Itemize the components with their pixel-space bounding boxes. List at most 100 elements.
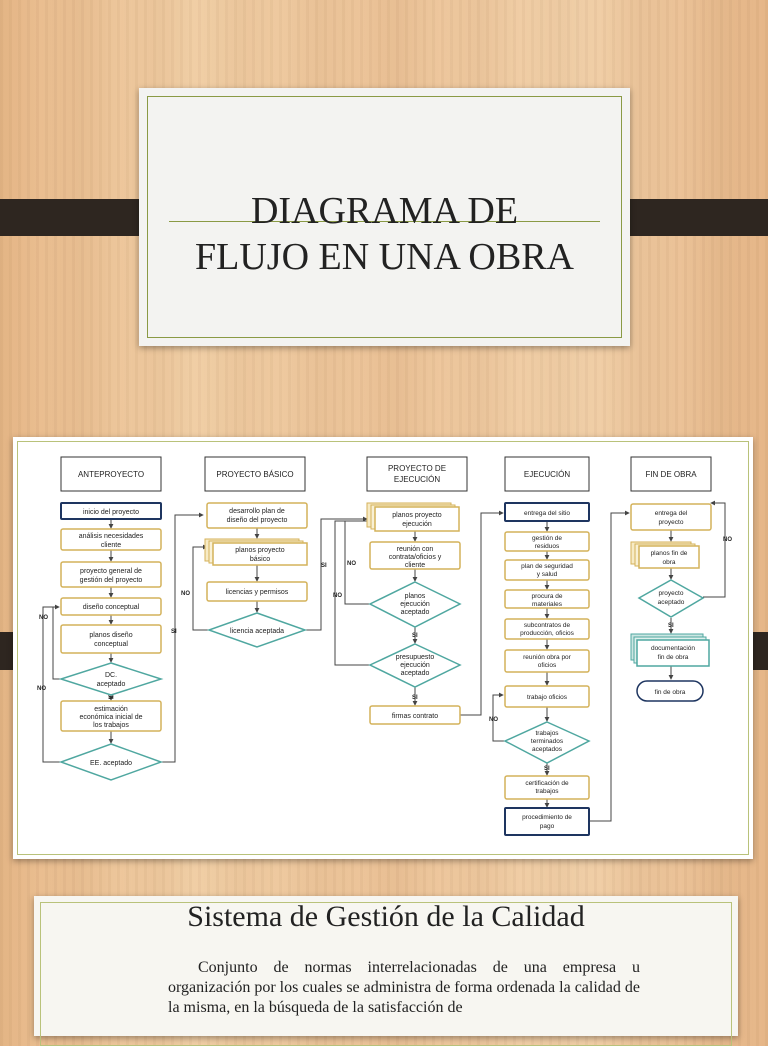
svg-text:gestión del proyecto: gestión del proyecto — [80, 577, 143, 584]
label-no-presu: NO — [333, 593, 342, 599]
svg-text:proyecto: proyecto — [659, 519, 684, 526]
svg-text:conceptual: conceptual — [94, 641, 128, 648]
svg-text:contrata/oficios y: contrata/oficios y — [389, 554, 442, 561]
svg-text:los trabajos: los trabajos — [93, 722, 129, 729]
title-rule — [169, 221, 600, 222]
label-si-fin: SI — [668, 623, 674, 629]
node-subcontratos — [504, 618, 590, 640]
label-si-ee: SI — [171, 629, 177, 635]
node-planos-ejecucion — [374, 506, 460, 532]
header-anteproyecto: ANTEPROYECTO — [78, 470, 144, 479]
svg-text:entrega del sitio: entrega del sitio — [524, 510, 570, 517]
svg-text:trabajo oficios: trabajo oficios — [527, 694, 568, 701]
svg-text:subcontratos de: subcontratos de — [524, 622, 571, 629]
node-certificacion — [504, 775, 590, 800]
node-licencia-aceptada — [206, 612, 308, 648]
node-reunion-obra — [504, 649, 590, 673]
right-band-top — [613, 199, 768, 236]
quality-slide: Sistema de Gestión de la Calidad Conjunt… — [34, 896, 738, 1046]
svg-text:terminados: terminados — [531, 738, 564, 745]
svg-text:ejecución: ejecución — [402, 521, 432, 528]
svg-text:procura de: procura de — [531, 593, 562, 600]
svg-text:desarrollo plan de: desarrollo plan de — [229, 508, 285, 515]
svg-text:proyecto general de: proyecto general de — [80, 568, 142, 575]
node-planos-diseno — [60, 624, 162, 654]
column-headers: ANTEPROYECTO PROYECTO BÁSICO PROYECTO DE… — [60, 456, 712, 492]
node-documentacion — [636, 639, 710, 667]
title-slide-frame — [147, 96, 622, 338]
svg-text:aceptados: aceptados — [532, 746, 563, 753]
title-slide: DIAGRAMA DE FLUJO EN UNA OBRA — [139, 88, 630, 346]
column-proyecto-basico: desarrollo plan de diseño del proyecto p… — [204, 502, 308, 648]
header-ejecucion: EJECUCIÓN — [524, 470, 570, 479]
node-estimacion — [60, 700, 162, 732]
connectors — [42, 500, 726, 822]
quality-title: Sistema de Gestión de la Calidad — [187, 900, 585, 933]
label-si-planos: SI — [412, 633, 418, 639]
header-proyecto-ejecucion-1: PROYECTO DE — [388, 464, 446, 473]
node-trabajo-oficios — [504, 685, 590, 708]
node-planos-basico — [212, 542, 308, 566]
label-si-presu: SI — [412, 695, 418, 701]
node-entrega-proyecto — [630, 503, 712, 531]
svg-text:ejecución: ejecución — [400, 601, 430, 608]
header-box-ejecucion-proyecto — [366, 456, 468, 492]
svg-text:licencias y permisos: licencias y permisos — [226, 589, 289, 596]
node-planos-aceptado — [368, 581, 462, 628]
node-licencias — [206, 581, 308, 602]
svg-text:obra: obra — [662, 559, 675, 566]
node-inicio — [60, 502, 162, 520]
left-band-top — [0, 199, 155, 236]
label-si-dc: SI — [108, 695, 114, 701]
node-proyecto-aceptado — [637, 579, 705, 618]
node-ee-aceptado — [58, 743, 164, 781]
quality-body: Conjunto de normas interrelacionadas de … — [168, 959, 640, 1016]
svg-text:pago: pago — [540, 823, 555, 830]
node-plan-seguridad — [504, 559, 590, 581]
node-analisis — [60, 528, 162, 551]
svg-text:análisis necesidades: análisis necesidades — [79, 533, 144, 540]
flowchart-diagram: ANTEPROYECTO PROYECTO BÁSICO PROYECTO DE… — [37, 456, 732, 836]
flowchart-frame — [17, 441, 749, 855]
svg-text:básico: básico — [250, 556, 270, 563]
svg-text:planos fin de: planos fin de — [651, 550, 688, 557]
svg-text:EE. aceptado: EE. aceptado — [90, 760, 132, 767]
column-ejecucion: entrega del sitio gestión de residuos pl… — [503, 502, 591, 836]
column-proyecto-ejecucion: planos proyecto ejecución reunión con co… — [366, 502, 462, 725]
svg-text:materiales: materiales — [532, 601, 563, 608]
svg-text:planos: planos — [405, 593, 426, 600]
label-no-planos: NO — [347, 561, 356, 567]
svg-text:reunión con: reunión con — [397, 546, 434, 553]
branch-labels: NO NO SI SI NO SI NO NO SI SI NO SI NO S… — [37, 537, 732, 772]
svg-text:plan de seguridad: plan de seguridad — [521, 563, 573, 570]
svg-text:cliente: cliente — [101, 542, 121, 549]
label-no-fin: NO — [723, 537, 732, 543]
node-gestion-residuos — [504, 531, 590, 552]
title-line-2: FLUJO EN UNA OBRA — [195, 236, 574, 278]
header-proyecto-ejecucion-2: EJECUCIÓN — [394, 475, 440, 484]
svg-text:aceptado: aceptado — [658, 599, 685, 606]
svg-text:diseño conceptual: diseño conceptual — [83, 604, 140, 611]
svg-text:planos proyecto: planos proyecto — [392, 512, 442, 519]
svg-text:residuos: residuos — [535, 543, 560, 550]
svg-text:trabajos: trabajos — [535, 788, 559, 795]
svg-text:diseño del proyecto: diseño del proyecto — [227, 517, 288, 524]
svg-text:documentación: documentación — [651, 645, 695, 652]
node-reunion-contrata — [369, 541, 461, 570]
node-entrega-sitio — [504, 502, 590, 522]
svg-text:aceptado: aceptado — [401, 609, 430, 616]
node-diseno — [60, 597, 162, 616]
header-box-ejecucion — [504, 456, 590, 492]
label-si-lic: SI — [321, 563, 327, 569]
node-procura — [504, 589, 590, 609]
svg-text:procedimiento de: procedimiento de — [522, 814, 572, 821]
node-desarrollo — [206, 502, 308, 529]
label-si-trab: SI — [544, 766, 550, 772]
svg-text:ejecución: ejecución — [400, 662, 430, 669]
node-dc-aceptado — [58, 662, 164, 696]
label-no-trab: NO — [489, 717, 498, 723]
label-no-ee: NO — [37, 686, 46, 692]
svg-text:licencia aceptada: licencia aceptada — [230, 628, 284, 635]
left-band-mid — [0, 632, 16, 670]
svg-text:inicio del proyecto: inicio del proyecto — [83, 509, 139, 516]
